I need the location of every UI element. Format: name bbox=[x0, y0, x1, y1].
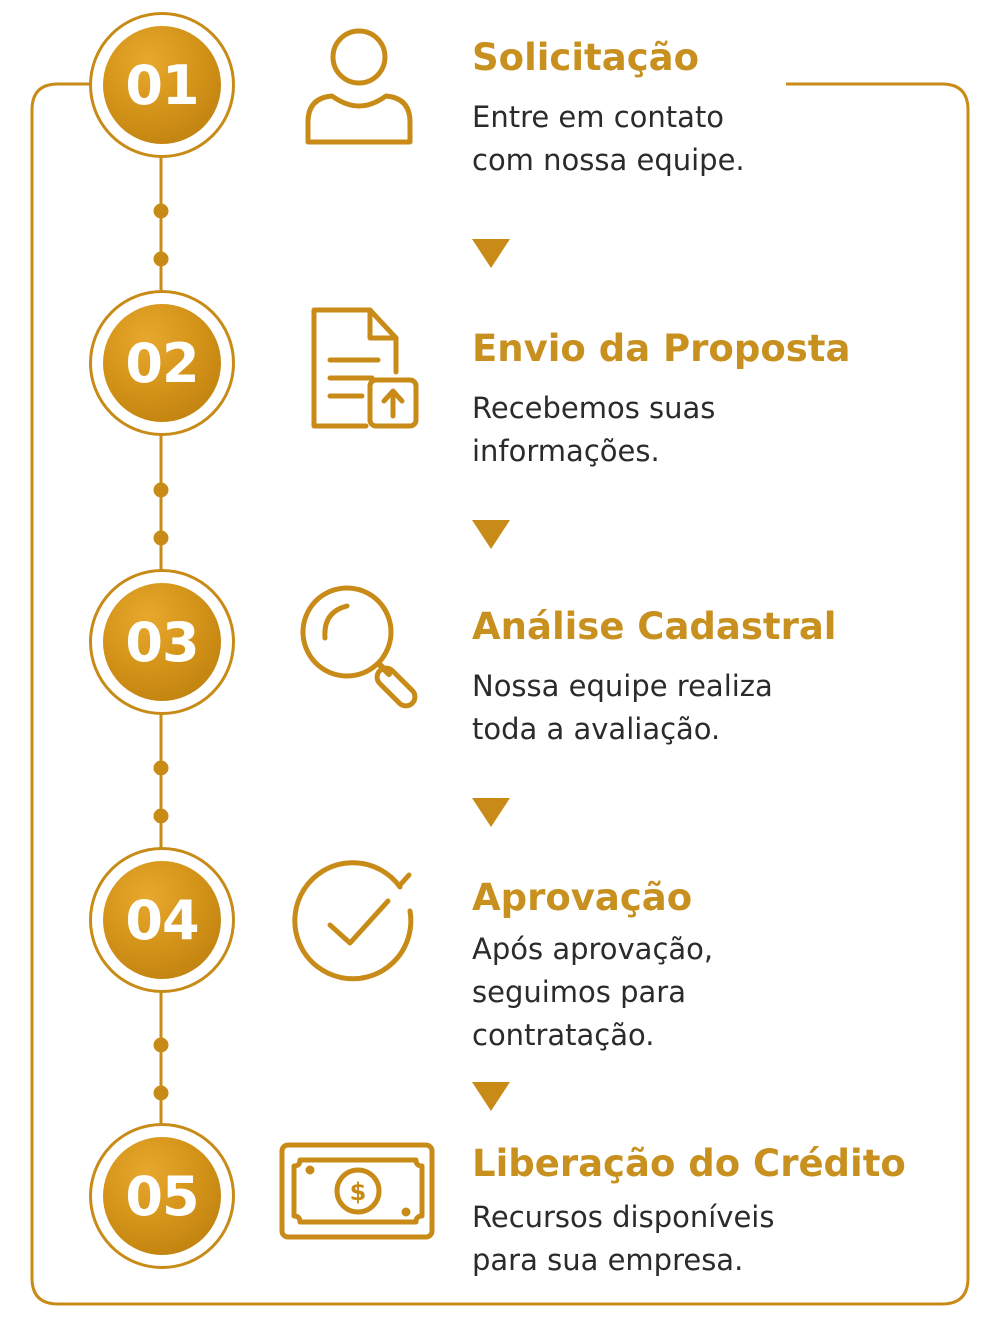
step-description: Recebemos suas informações. bbox=[472, 387, 912, 473]
step-number: 02 bbox=[103, 304, 221, 422]
step-title: Liberação do Crédito bbox=[472, 1142, 906, 1185]
down-arrow-icon bbox=[472, 239, 510, 268]
step-description-line: Nossa equipe realiza bbox=[472, 669, 773, 703]
step-number: 01 bbox=[103, 26, 221, 144]
step-number: 03 bbox=[103, 583, 221, 701]
step-number-badge: 03 bbox=[89, 569, 235, 715]
step-title: Solicitação bbox=[472, 36, 700, 79]
step-number-badge: 04 bbox=[89, 847, 235, 993]
step-description: Entre em contato com nossa equipe. bbox=[472, 96, 912, 182]
svg-text:$: $ bbox=[350, 1178, 367, 1206]
step-number-badge: 02 bbox=[89, 290, 235, 436]
down-arrow-icon bbox=[472, 798, 510, 827]
step-description-line: para sua empresa. bbox=[472, 1243, 744, 1277]
step-description: Nossa equipe realiza toda a avaliação. bbox=[472, 665, 912, 751]
step-description-line: Recursos disponíveis bbox=[472, 1200, 775, 1234]
step-number-badge: 01 bbox=[89, 12, 235, 158]
timeline-connector bbox=[153, 157, 169, 1124]
step-description-line: seguimos para bbox=[472, 975, 686, 1009]
step-description-line: informações. bbox=[472, 434, 660, 468]
step-number: 04 bbox=[103, 861, 221, 979]
step-description-line: contratação. bbox=[472, 1018, 655, 1052]
step-description-line: Recebemos suas bbox=[472, 391, 716, 425]
step-number: 05 bbox=[103, 1137, 221, 1255]
step-description-line: Entre em contato bbox=[472, 100, 725, 134]
magnifier-icon bbox=[300, 585, 418, 709]
step-description-line: Após aprovação, bbox=[472, 932, 714, 966]
document-upload-icon bbox=[311, 307, 419, 429]
step-title: Aprovação bbox=[472, 876, 693, 919]
step-description: Recursos disponíveis para sua empresa. bbox=[472, 1196, 912, 1282]
step-description: Após aprovação, seguimos para contrataçã… bbox=[472, 928, 912, 1057]
check-circle-icon bbox=[292, 860, 414, 982]
step-title: Análise Cadastral bbox=[472, 605, 837, 648]
person-icon bbox=[305, 28, 413, 145]
down-arrow-icon bbox=[472, 1082, 510, 1111]
step-number-badge: 05 bbox=[89, 1123, 235, 1269]
step-description-line: toda a avaliação. bbox=[472, 712, 721, 746]
step-title: Envio da Proposta bbox=[472, 327, 851, 370]
banknote-icon: $ bbox=[279, 1142, 435, 1240]
frame-border bbox=[30, 82, 970, 1306]
down-arrow-icon bbox=[472, 520, 510, 549]
step-description-line: com nossa equipe. bbox=[472, 143, 745, 177]
